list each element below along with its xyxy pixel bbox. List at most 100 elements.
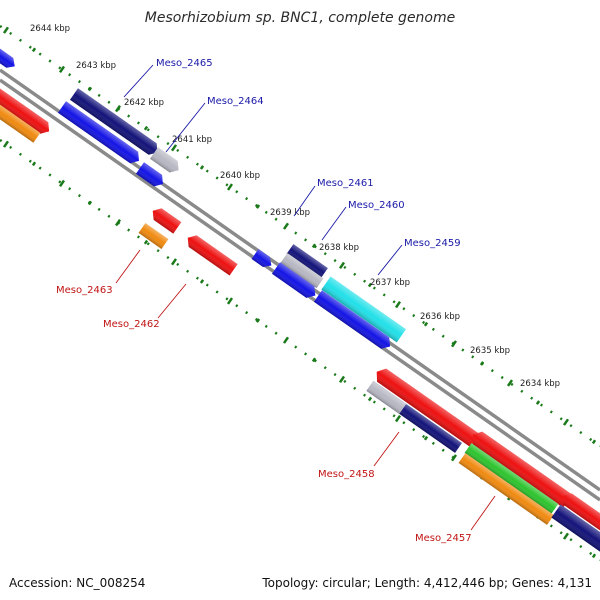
gene-blue-offscreen[interactable]	[0, 39, 18, 72]
gene-label-meso-2457[interactable]: Meso_2457	[415, 533, 472, 544]
outer-scale-tick	[394, 300, 402, 309]
callout-line-meso-2464	[165, 102, 206, 153]
inner-scale-tick	[87, 200, 93, 206]
inner-scale-tick	[226, 297, 234, 305]
tick-label-2637: 2637 kbp	[370, 278, 410, 288]
outer-scale-tick	[31, 47, 37, 53]
accession-text: Accession: NC_008254	[9, 576, 146, 590]
outer-scale-tick	[367, 282, 373, 288]
outer-scale-tick	[311, 243, 317, 249]
outer-scale-tick	[535, 400, 541, 405]
tick-label-2634: 2634 kbp	[520, 379, 560, 389]
inner-scale-tick	[58, 179, 66, 188]
gene-red-reverse-2[interactable]	[468, 428, 573, 508]
outer-scale-tick	[479, 361, 485, 366]
gene-label-meso-2460[interactable]: Meso_2460	[348, 200, 405, 211]
gene-meso-2463[interactable]	[138, 223, 169, 249]
gene-blue-forward-3[interactable]	[271, 262, 319, 301]
gene-blue-forward-4[interactable]	[313, 290, 394, 352]
gene-blue-tiny[interactable]	[251, 249, 275, 270]
inner-scale-tick	[423, 435, 429, 441]
tick-label-2641: 2641 kbp	[172, 135, 212, 145]
tick-label-2642: 2642 kbp	[124, 98, 164, 108]
gene-label-meso-2463[interactable]: Meso_2463	[56, 285, 113, 296]
gene-labels: Meso_2465 Meso_2464 Meso_2461 Meso_2460 …	[56, 58, 472, 544]
callout-line-meso-2459	[377, 244, 403, 276]
scale-tick-labels: 2644 kbp 2643 kbp 2642 kbp 2641 kbp 2640…	[30, 24, 560, 389]
outer-scale-tick	[591, 439, 597, 445]
callout-line-meso-2461	[293, 185, 316, 217]
inner-scale-tick	[311, 357, 317, 363]
outer-scale-tick	[114, 104, 122, 113]
topology-text: Topology: circular; Length: 4,412,446 bp…	[262, 576, 592, 590]
gene-meso-2464[interactable]	[149, 147, 183, 176]
outer-scale-tick	[338, 261, 346, 270]
gene-meso-2462[interactable]	[184, 232, 238, 276]
gene-blue-forward-1[interactable]	[57, 101, 143, 166]
callout-line-meso-2460	[321, 206, 347, 241]
tick-label-2644: 2644 kbp	[30, 24, 70, 34]
outer-scale-tick	[143, 125, 149, 131]
gene-label-meso-2464[interactable]: Meso_2464	[207, 96, 264, 107]
inner-scale-tick	[2, 140, 10, 148]
gene-label-meso-2462[interactable]: Meso_2462	[103, 319, 160, 330]
gene-red-offscreen[interactable]	[0, 74, 53, 137]
tick-label-2640: 2640 kbp	[220, 171, 260, 181]
gene-red-small[interactable]	[149, 205, 182, 234]
outer-scale-tick	[450, 340, 458, 348]
outer-scale-tick	[562, 418, 570, 426]
callout-line-meso-2457	[470, 495, 496, 531]
callout-line-meso-2463	[115, 249, 141, 284]
inner-scale-tick	[143, 239, 149, 245]
gene-meso-2465[interactable]	[69, 88, 162, 158]
gene-navy-edge[interactable]	[551, 504, 600, 552]
gene-orange-offscreen[interactable]	[0, 89, 41, 143]
gene-meso-2457[interactable]	[458, 453, 554, 525]
tick-label-2635: 2635 kbp	[470, 346, 510, 356]
outer-scale-tick	[255, 204, 261, 209]
inner-scale-tick	[170, 258, 178, 266]
gene-label-meso-2459[interactable]: Meso_2459	[404, 238, 461, 249]
gene-navy-silver-reverse[interactable]	[366, 381, 462, 453]
inner-scale-tick	[338, 375, 346, 384]
tick-label-2643: 2643 kbp	[76, 61, 116, 71]
outer-scale-tick	[170, 144, 178, 152]
gene-meso-2458[interactable]	[372, 365, 480, 448]
outer-scale-tick	[87, 86, 93, 92]
outer-scale-tick	[282, 222, 290, 230]
inner-scale-tick	[114, 218, 122, 227]
callout-line-meso-2458	[373, 431, 400, 467]
gene-meso-2461[interactable]	[286, 244, 328, 279]
gene-blue-forward-2[interactable]	[135, 162, 167, 190]
inner-scale-tick	[199, 279, 205, 284]
gene-label-meso-2458[interactable]: Meso_2458	[318, 469, 375, 480]
inner-scale-tick	[562, 532, 570, 540]
outer-scale-tick	[2, 26, 10, 34]
gene-label-meso-2465[interactable]: Meso_2465	[156, 58, 213, 69]
gene-meso-2459[interactable]	[321, 276, 406, 343]
inner-scale-tick	[31, 161, 37, 167]
inner-scale-tick	[255, 318, 261, 323]
callout-line-meso-2465	[123, 64, 154, 98]
tick-label-2638: 2638 kbp	[319, 243, 359, 253]
gene-red-edge[interactable]	[559, 490, 600, 539]
gene-callout-lines	[115, 64, 496, 531]
outer-scale-tick	[226, 183, 234, 191]
tick-label-2636: 2636 kbp	[420, 312, 460, 322]
gene-meso-2460[interactable]	[280, 253, 324, 289]
tick-label-2639: 2639 kbp	[270, 208, 310, 218]
outer-scale-tick	[423, 321, 429, 327]
outer-scale-tick	[58, 65, 66, 74]
gene-green-reverse[interactable]	[464, 443, 559, 514]
outer-scale-tick	[506, 379, 514, 387]
callout-line-meso-2462	[157, 283, 187, 319]
outer-scale-tick	[199, 165, 205, 170]
inner-scale-tick	[367, 396, 373, 402]
map-title: Mesorhizobium sp. BNC1, complete genome	[145, 10, 456, 26]
inner-scale-tick	[394, 414, 402, 423]
gene-label-meso-2461[interactable]: Meso_2461	[317, 178, 374, 189]
inner-scale-tick	[282, 336, 290, 344]
scale-ticks	[2, 26, 597, 559]
